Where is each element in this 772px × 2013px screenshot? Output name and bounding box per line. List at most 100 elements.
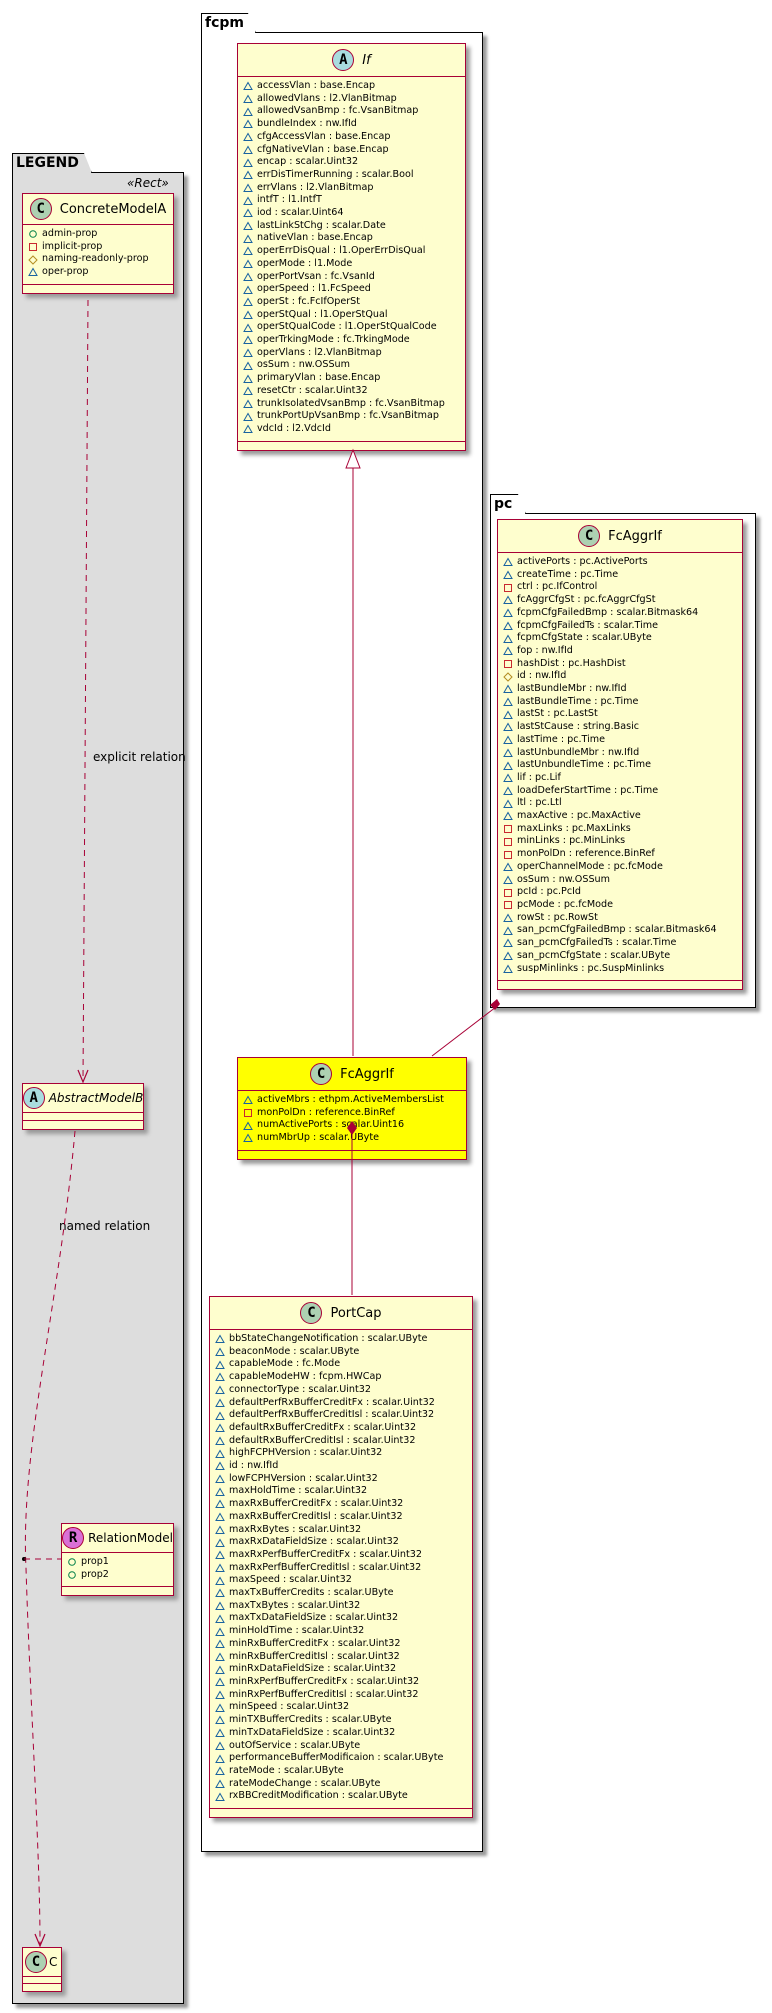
public-circle-icon [67,1557,77,1567]
private-square-icon [243,1108,253,1118]
class-name: AbstractModelB [48,1091,144,1105]
attribute-text: maxRxBufferCreditFx : scalar.Uint32 [229,1498,404,1510]
attribute-text: vdcId : l2.VdcId [257,422,331,434]
package-triangle-icon [215,1411,225,1421]
attribute-text: numActivePorts : scalar.Uint16 [257,1119,405,1131]
attribute-text: activeMbrs : ethpm.ActiveMembersList [257,1094,444,1105]
class-fcpm-fcaggrif[interactable]: C FcAggrIf activeMbrs : ethpm.ActiveMemb… [237,1057,467,1160]
edge-label-explicit-relation: explicit relation [93,750,186,764]
attribute-text: fcpmCfgFailedTs : scalar.Time [517,619,658,631]
attribute-text: naming-readonly-prop [42,253,149,265]
package-triangle-icon [243,1121,253,1131]
attribute-text: capableModeHW : fcpm.HWCap [229,1371,382,1383]
class-header: A If [238,44,465,77]
attribute-text: operSt : fc.FcIfOperSt [257,295,361,307]
method-compartment [23,1121,143,1129]
package-triangle-icon [28,267,38,277]
package-triangle-icon [215,1449,225,1459]
attribute-text: implicit-prop [42,240,103,252]
package-triangle-icon [243,323,253,333]
package-triangle-icon [215,1766,225,1776]
class-portcap[interactable]: C PortCap bbStateChangeNotification : sc… [209,1296,473,1819]
method-compartment [238,1151,466,1159]
package-triangle-icon [503,646,513,656]
attribute-text: maxSpeed : scalar.Uint32 [229,1574,352,1586]
package-triangle-icon [503,862,513,872]
package-triangle-icon [503,799,513,809]
attribute-text: operStQualCode : l1.OperStQualCode [257,321,437,333]
attribute-row: allowedVlans : l2.VlanBitmap [243,93,460,106]
attribute-text: osSum : nw.OSSum [257,359,350,371]
attribute-text: san_pcmCfgFailedBmp : scalar.Bitmask64 [517,924,717,936]
attribute-row: capableModeHW : fcpm.HWCap [215,1371,467,1384]
attribute-text: lastTime : pc.Time [517,733,606,745]
package-triangle-icon [215,1652,225,1662]
attribute-row: maxRxPerfBufferCreditIsl : scalar.Uint32 [215,1562,467,1575]
attribute-row: defaultPerfRxBufferCreditFx : scalar.Uin… [215,1397,467,1410]
attribute-text: operChannelMode : pc.fcMode [517,860,663,872]
attribute-text: connectorType : scalar.Uint32 [229,1383,371,1395]
class-name: C [49,1955,58,1969]
attribute-row: bbStateChangeNotification : scalar.UByte [215,1333,467,1346]
attribute-text: operSpeed : l1.FcSpeed [257,283,371,295]
attribute-text: trunkPortUpVsanBmp : fc.VsanBitmap [257,410,439,422]
attribute-row: lowFCPHVersion : scalar.Uint32 [215,1473,467,1486]
package-triangle-icon [215,1576,225,1586]
package-triangle-icon [243,145,253,155]
attribute-row: highFCPHVersion : scalar.Uint32 [215,1447,467,1460]
class-abstract-model-b[interactable]: A AbstractModelB [22,1083,144,1130]
attribute-row: maxRxBytes : scalar.Uint32 [215,1524,467,1537]
class-badge-icon: C [310,1063,333,1085]
attribute-text: minRxDataFieldSize : scalar.Uint32 [229,1663,397,1675]
package-triangle-icon [503,913,513,923]
attribute-text: san_pcmCfgFailedTs : scalar.Time [517,937,677,949]
package-triangle-icon [243,348,253,358]
attribute-row: hashDist : pc.HashDist [503,658,737,671]
attribute-row: fcAggrCfgSt : pc.fcAggrCfgSt [503,594,737,607]
attribute-text: lowFCPHVersion : scalar.Uint32 [229,1472,378,1484]
attribute-text: minTxDataFieldSize : scalar.Uint32 [229,1726,396,1738]
attribute-text: oper-prop [42,266,89,278]
attribute-row: operPortVsan : fc.VsanId [243,271,460,284]
package-triangle-icon [503,557,513,567]
class-name: FcAggrIf [340,1066,394,1082]
package-triangle-icon [215,1563,225,1573]
package-triangle-icon [215,1588,225,1598]
package-triangle-icon [215,1538,225,1548]
attribute-row: minLinks : pc.MinLinks [503,835,737,848]
package-triangle-icon [503,951,513,961]
attribute-row: minRxPerfBufferCreditFx : scalar.Uint32 [215,1676,467,1689]
attribute-text: san_pcmCfgState : scalar.UByte [517,949,671,961]
attribute-row: minRxDataFieldSize : scalar.Uint32 [215,1663,467,1676]
package-triangle-icon [215,1601,225,1611]
attribute-text: minRxPerfBufferCreditIsl : scalar.Uint32 [229,1688,419,1700]
attribute-text: errVlans : l2.VlanBitmap [257,181,374,193]
attribute-row: connectorType : scalar.Uint32 [215,1384,467,1397]
attribute-row: maxTxBufferCredits : scalar.UByte [215,1587,467,1600]
attribute-text: performanceBufferModificaion : scalar.UB… [229,1752,444,1764]
attribute-text: lastStCause : string.Basic [517,721,640,733]
pc-package-tab: pc [490,494,526,514]
attribute-row: operStQualCode : l1.OperStQualCode [243,321,460,334]
attribute-text: defaultRxBufferCreditIsl : scalar.Uint32 [229,1434,416,1446]
package-triangle-icon [215,1525,225,1535]
method-compartment [210,1809,472,1817]
class-badge-icon: C [300,1302,323,1324]
attribute-text: lastBundleTime : pc.Time [517,695,639,707]
package-triangle-icon [243,196,253,206]
attribute-row: fcpmCfgFailedBmp : scalar.Bitmask64 [503,607,737,620]
attribute-row: minTxDataFieldSize : scalar.Uint32 [215,1727,467,1740]
attribute-row: maxRxBufferCreditFx : scalar.Uint32 [215,1498,467,1511]
package-triangle-icon [243,1133,253,1143]
attribute-row: numMbrUp : scalar.UByte [243,1132,461,1145]
attribute-text: prop2 [81,1568,109,1580]
class-c[interactable]: C C [22,1947,62,1992]
attribute-row: san_pcmCfgFailedBmp : scalar.Bitmask64 [503,924,737,937]
attribute-text: fcAggrCfgSt : pc.fcAggrCfgSt [517,594,656,606]
attribute-row: performanceBufferModificaion : scalar.UB… [215,1752,467,1765]
